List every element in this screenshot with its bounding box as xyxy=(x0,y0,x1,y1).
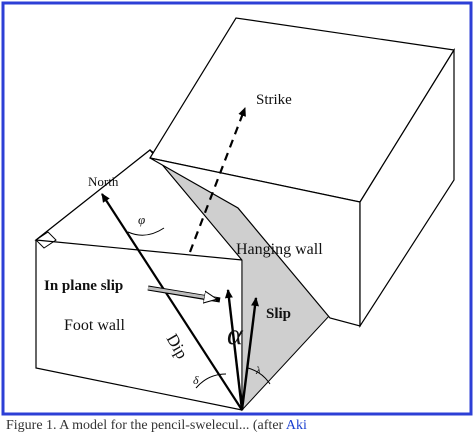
delta-label: δ xyxy=(193,373,199,387)
slip-arrow xyxy=(240,297,259,411)
phi-arc xyxy=(127,227,165,236)
foot-wall-label: Foot wall xyxy=(64,317,125,334)
figure-caption: Figure 1. A model for the pencil-swelecu… xyxy=(0,418,474,440)
lambda-label: λ xyxy=(255,365,261,377)
foot-wall-block xyxy=(34,149,244,411)
phi-label: φ xyxy=(138,212,145,227)
strike-label: Strike xyxy=(256,92,292,108)
caption-link[interactable]: Aki xyxy=(285,418,307,433)
alpha-label: α xyxy=(227,318,244,351)
lambda-arc xyxy=(247,367,271,385)
caption-text: Figure 1. A model for the pencil-swelecu… xyxy=(6,418,286,433)
slip-label: Slip xyxy=(266,306,291,322)
north-arrow xyxy=(101,193,243,411)
delta-arc xyxy=(195,373,227,389)
strike-arrow xyxy=(188,107,247,253)
alpha-arrow xyxy=(224,289,244,411)
in-plane-slip-label: In plane slip xyxy=(44,278,123,294)
hanging-wall-label: Hanging wall xyxy=(236,241,323,258)
right-angle-mark xyxy=(35,231,57,249)
north-label: North xyxy=(88,174,119,189)
figure-frame xyxy=(1,1,473,416)
